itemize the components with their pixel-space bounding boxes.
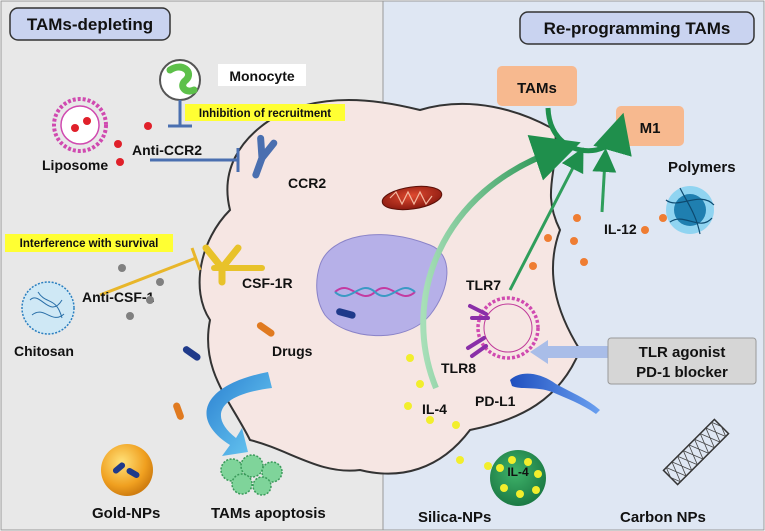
- tams-label: TAMs: [517, 80, 557, 97]
- right-panel-title: Re-programming TAMs: [544, 19, 731, 38]
- left-title-box: [9, 7, 171, 41]
- tlr8-label: TLR8: [441, 360, 476, 376]
- chitosan-mesh: [29, 291, 65, 319]
- liposome-core: [60, 105, 100, 145]
- orange-particle: [544, 234, 552, 242]
- orange-particle: [573, 214, 581, 222]
- chitosan-particle: [21, 281, 75, 335]
- gold-nps-label: Gold-NPs: [92, 505, 160, 522]
- drug-capsule: [182, 346, 201, 361]
- gray-particle: [118, 264, 126, 272]
- tams-apoptosis-cluster: [220, 454, 283, 496]
- liposome-cargo-dot: [83, 117, 91, 125]
- interference-highlight: [5, 234, 173, 252]
- apoptosis-arrow: [206, 372, 272, 456]
- tlr7-green-arrow: [508, 147, 584, 291]
- gray-particle: [126, 312, 134, 320]
- interference-label: Interference with survival: [20, 238, 159, 250]
- drugs-label: Drugs: [272, 343, 313, 359]
- dna-strand-b: [334, 286, 416, 298]
- gold-cargo: [112, 462, 126, 474]
- yellow-particle: [426, 416, 434, 424]
- gold-cargo: [126, 468, 140, 478]
- yellow-particle: [416, 380, 424, 388]
- il12-green-arrow: [592, 148, 617, 213]
- il4-particle-label: IL-4: [507, 465, 529, 479]
- silica-nanoparticle: [490, 450, 546, 506]
- inhibition-highlight: [185, 104, 345, 121]
- polymers-label: Polymers: [668, 159, 736, 176]
- carbon-nanotube: [662, 418, 730, 486]
- carbon-nps-label: Carbon NPs: [620, 509, 706, 526]
- silica-nps-label: Silica-NPs: [418, 509, 491, 526]
- orange-particle: [580, 258, 588, 266]
- endosome-lumen: [483, 303, 533, 353]
- anti-csf1-bar: [190, 247, 202, 271]
- red-particle: [114, 140, 122, 148]
- nucleus: [316, 234, 448, 337]
- tlr-agonist-arrow: [530, 340, 608, 364]
- mitochondrion-cristae: [389, 190, 433, 206]
- monocyte-label: Monocyte: [229, 68, 295, 84]
- ccr2-label: CCR2: [288, 175, 326, 191]
- liposome-cargo-dot: [71, 124, 79, 132]
- left-panel-title: TAMs-depleting: [27, 15, 153, 34]
- gray-particle: [156, 278, 164, 286]
- tlr-agonist-box: [607, 337, 757, 385]
- pd1-blocker-label: PD-1 blocker: [636, 364, 728, 381]
- liposome-label: Liposome: [42, 157, 108, 173]
- il4-green-arrow: [420, 134, 581, 390]
- orange-particle: [529, 262, 537, 270]
- tams-apoptosis-label: TAMs apoptosis: [211, 505, 326, 522]
- drug-capsule: [173, 402, 184, 420]
- inhibition-label: Inhibition of recruitment: [199, 108, 331, 120]
- yellow-particle: [456, 456, 464, 464]
- il12-label: IL-12: [604, 221, 637, 237]
- m1-label: M1: [640, 120, 661, 137]
- csf1r-label: CSF-1R: [242, 275, 293, 291]
- red-particle: [144, 122, 152, 130]
- tams-box: [497, 66, 577, 106]
- anti-csf1-line: [99, 256, 197, 297]
- tlr-agonist-label: TLR agonist: [639, 344, 726, 361]
- pdl1-label: PD-L1: [475, 393, 516, 409]
- tlr7-label: TLR7: [466, 277, 501, 293]
- ccr2-receptor: [252, 134, 278, 179]
- anti-ccr2-label: Anti-CCR2: [132, 142, 202, 158]
- orange-particle: [641, 226, 649, 234]
- yellow-particle: [484, 462, 492, 470]
- orange-particle: [570, 237, 578, 245]
- red-particle: [116, 158, 124, 166]
- gray-particle: [146, 296, 154, 304]
- yellow-particle: [406, 354, 414, 362]
- liposome-shell: [52, 97, 108, 153]
- chitosan-label: Chitosan: [14, 343, 74, 359]
- orange-particle: [659, 214, 667, 222]
- drug-capsule: [256, 322, 275, 337]
- tlr8-receptor: [466, 336, 488, 358]
- pdl1-molecule: [510, 373, 600, 414]
- yellow-particle: [404, 402, 412, 410]
- yellow-particle: [452, 421, 460, 429]
- monocyte-label-bg: [218, 64, 306, 86]
- endosome: [476, 296, 540, 360]
- polymer-nanoparticle: [665, 186, 715, 235]
- il4-label: IL-4: [422, 401, 447, 417]
- tlr7-receptor: [468, 304, 490, 320]
- monocyte-nucleus: [166, 63, 198, 95]
- drug-capsule: [336, 308, 356, 319]
- m1-box: [616, 106, 684, 146]
- anti-csf1-label: Anti-CSF-1: [82, 289, 155, 305]
- right-title-box: [519, 11, 755, 45]
